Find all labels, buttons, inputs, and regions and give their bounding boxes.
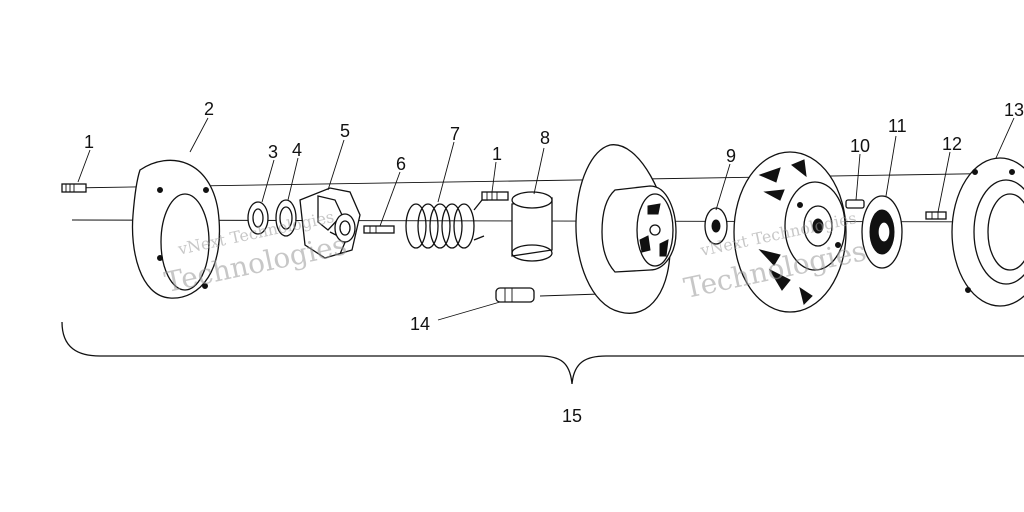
callout-1b: 1	[492, 144, 502, 164]
washer-3	[247, 201, 269, 235]
callout-15: 15	[562, 406, 582, 426]
callout-1a: 1	[84, 132, 94, 152]
callout-5: 5	[340, 121, 350, 141]
callout-7: 7	[450, 124, 460, 144]
leader-lines	[77, 117, 1015, 321]
bolt-middle	[481, 191, 509, 201]
callout-8: 8	[540, 128, 550, 148]
pin-6	[363, 225, 395, 234]
washer-9	[704, 207, 728, 245]
callout-11: 11	[888, 116, 907, 136]
bolt-left	[61, 183, 87, 193]
callouts: 1 2 3 4 5 6 7 1 8 9 10 11 12 13 14 15	[84, 99, 1024, 426]
callout-10: 10	[850, 136, 870, 156]
housing-cover-13	[951, 157, 1024, 307]
assembly-bracket	[61, 321, 1024, 385]
spring-7	[405, 199, 488, 249]
ring-4	[275, 199, 297, 237]
movable-sheave	[575, 144, 677, 314]
roller-pin-14	[495, 287, 535, 303]
sleeve-8	[511, 191, 553, 262]
spider-5	[299, 187, 361, 259]
screw-10	[845, 199, 865, 209]
bolt-12	[925, 211, 947, 220]
callout-3: 3	[268, 142, 278, 162]
callout-6: 6	[396, 154, 406, 174]
plate-11	[861, 195, 903, 269]
fixed-sheave	[733, 151, 847, 313]
callout-4: 4	[292, 140, 302, 160]
callout-2: 2	[204, 99, 214, 119]
callout-12: 12	[942, 134, 962, 154]
callout-13: 13	[1004, 100, 1024, 120]
callout-14: 14	[410, 314, 430, 334]
cover-plate	[131, 159, 220, 299]
callout-9: 9	[726, 146, 736, 166]
